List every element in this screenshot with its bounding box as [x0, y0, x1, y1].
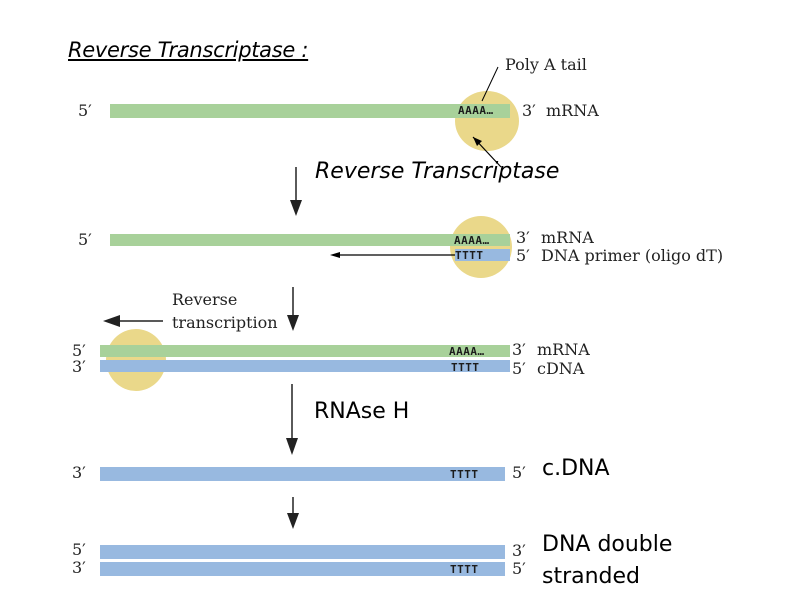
reverse-transcription-label-line2: transcription: [172, 313, 278, 332]
three-prime-end: 3′: [522, 101, 536, 120]
enzyme-blob: [450, 216, 512, 278]
poly-a-pointer-line: [481, 66, 499, 102]
synthesis-direction-head: [103, 315, 120, 327]
three-prime-end: 3′: [72, 463, 86, 482]
five-prime-end: 5′: [72, 540, 86, 559]
poly-t-sequence: TTTT: [450, 468, 479, 481]
dna-double-stranded-label-line1: DNA double: [542, 532, 673, 557]
enzyme-blob: [455, 91, 519, 151]
dna-strand-top: [100, 545, 505, 559]
five-prime-end: 5′: [512, 463, 526, 482]
step-arrow-head: [287, 513, 299, 529]
dna-strand-bottom: [100, 562, 505, 576]
mrna-strand: [100, 345, 510, 357]
poly-t-sequence: TTTT: [450, 563, 479, 576]
five-prime-end: 5′: [78, 230, 92, 249]
cdna-strand: [100, 360, 510, 372]
poly-a-tail-label: Poly A tail: [505, 55, 587, 74]
three-prime-end: 3′: [512, 340, 526, 359]
cdna-label: cDNA: [537, 359, 585, 378]
dna-primer-strand: [455, 249, 510, 261]
cdna-final-label: c.DNA: [542, 456, 610, 481]
poly-a-sequence: AAAA…: [449, 345, 485, 358]
three-prime-end: 3′: [72, 357, 86, 376]
three-prime-end: 3′: [512, 541, 526, 560]
reverse-transcription-label-line1: Reverse: [172, 290, 238, 309]
mrna-label: mRNA: [541, 228, 594, 247]
mrna-strand: [110, 104, 510, 118]
three-prime-end: 3′: [72, 558, 86, 577]
five-prime-end: 5′: [512, 359, 526, 378]
three-prime-end: 3′: [516, 228, 530, 247]
step-arrow-head: [286, 438, 298, 455]
poly-a-sequence: AAAA…: [458, 104, 494, 117]
step-arrow-head: [287, 315, 299, 331]
reverse-transcriptase-pointer-head: [473, 137, 482, 146]
step-arrow-head: [290, 200, 302, 216]
poly-t-sequence: TTTT: [455, 249, 484, 262]
rnase-h-label: RNAse H: [314, 399, 410, 424]
mrna-label: mRNA: [537, 340, 590, 359]
poly-t-sequence: TTTT: [451, 361, 480, 374]
mrna-strand: [110, 234, 510, 246]
primer-extension-arrowhead: [330, 252, 340, 258]
five-prime-end: 5′: [512, 559, 526, 578]
dna-double-stranded-label-line2: stranded: [542, 564, 641, 589]
dna-primer-label: DNA primer (oligo dT): [541, 246, 724, 265]
five-prime-end: 5′: [72, 341, 86, 360]
poly-a-sequence: AAAA…: [454, 234, 490, 247]
cdna-strand: [100, 467, 505, 481]
five-prime-end: 5′: [516, 246, 530, 265]
five-prime-end: 5′: [78, 101, 92, 120]
title: Reverse Transcriptase :: [68, 38, 309, 62]
reverse-transcriptase-label: Reverse Transcriptase: [315, 159, 560, 184]
mrna-label: mRNA: [546, 101, 599, 120]
